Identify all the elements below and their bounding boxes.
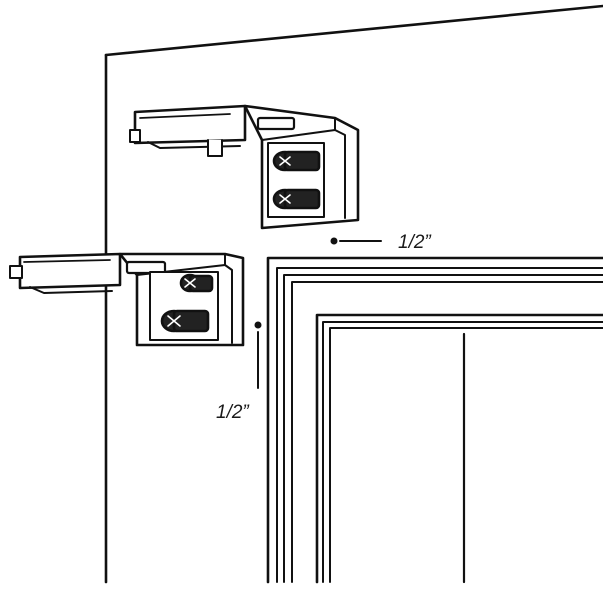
side-bracket: [9, 252, 245, 347]
wall: [104, 4, 603, 584]
door: [315, 313, 603, 584]
top-gap-indicator: [330, 237, 382, 245]
side-gap-label: 1/2”: [216, 402, 249, 423]
top-bracket: [129, 104, 360, 230]
top-gap-label: 1/2”: [398, 232, 431, 253]
side-gap-indicator: [254, 321, 262, 389]
door-frame: [266, 256, 603, 584]
